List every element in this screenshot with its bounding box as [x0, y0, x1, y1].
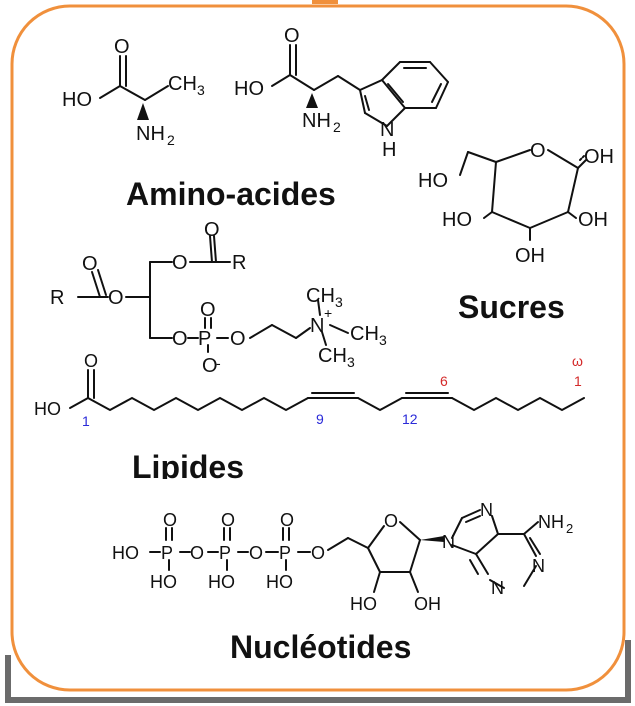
phospholipid-sub3-bottom: 3 [347, 354, 355, 370]
atp-N7: N [480, 500, 493, 520]
atp-HO-alpha-bottom: HO [266, 572, 293, 592]
atp-P-alpha: P [279, 543, 291, 563]
glucose-HO-C4: HO [442, 209, 472, 231]
fatty-acid-index-9: 9 [316, 411, 324, 427]
atp-ribose-O: O [384, 511, 398, 531]
alanine-CH: CH [168, 73, 197, 95]
phospholipid-R-right: R [232, 252, 246, 274]
atp-N1: N [532, 556, 545, 576]
phospholipid-N: N [310, 315, 324, 337]
phospholipid-O-double: O [200, 299, 216, 321]
atp-NH-amine: NH [538, 512, 564, 532]
atp-N3: N [491, 578, 504, 598]
alanine-structure [99, 55, 169, 120]
label-amino-acides: Amino-acides [126, 176, 336, 212]
tryptophan-sub2: 2 [333, 119, 341, 135]
alanine-O: O [114, 36, 130, 58]
phospholipid-structure [77, 235, 349, 353]
phospholipid-minus-sign: - [216, 355, 221, 371]
tryptophan-H: H [382, 139, 396, 161]
top-orange-mark [312, 0, 338, 4]
glucose-HO-C6: HO [418, 170, 448, 192]
phospholipid-R-left: R [50, 287, 64, 309]
lipides-label-cut [120, 479, 300, 491]
shadow-border [5, 640, 631, 703]
fatty-acid-omega-6: 6 [440, 373, 448, 389]
fatty-acid-HO: HO [34, 399, 61, 419]
atp-HO-beta-bottom: HO [208, 572, 235, 592]
atp-O-beta-top: O [221, 510, 235, 530]
tryptophan-N: N [380, 119, 394, 141]
tryptophan-HO: HO [234, 78, 264, 100]
alanine-NH: NH [136, 123, 165, 145]
tryptophan-O: O [284, 25, 300, 47]
atp-N9: N [442, 532, 455, 552]
atp-HO-2prime: HO [350, 594, 377, 614]
fatty-acid-omega-1: 1 [574, 373, 582, 389]
alanine-HO: HO [62, 89, 92, 111]
fatty-acid-structure [69, 369, 585, 412]
glucose-structure [459, 149, 587, 241]
glucose-OH-C3: OH [515, 245, 545, 267]
phospholipid-CH3-right: CH [350, 323, 379, 345]
atp-structure [149, 509, 541, 593]
phospholipid-O-glyceryl: O [172, 328, 188, 350]
atp-O-alpha-top: O [280, 510, 294, 530]
phospholipid-O-minus: O [202, 355, 218, 377]
phospholipid-CH3-bottom: CH [318, 345, 347, 367]
fatty-acid-omega-symbol: ω [572, 353, 583, 369]
label-nucleotides: Nucléotides [230, 629, 411, 665]
fatty-acid-index-12: 12 [402, 411, 418, 427]
atp-OH-3prime: OH [414, 594, 441, 614]
fatty-acid-O: O [84, 351, 98, 371]
alanine-sub2: 2 [167, 132, 175, 148]
atp-P-gamma: P [161, 543, 173, 563]
phospholipid-O-ester-top: O [172, 252, 188, 274]
phospholipid-O-ester-left: O [108, 287, 124, 309]
glucose-OH-C2: OH [578, 209, 608, 231]
tryptophan-structure [271, 44, 449, 127]
glucose-OH-anomeric: OH [584, 146, 614, 168]
phospholipid-O-carbonyl-left: O [82, 253, 98, 275]
fatty-acid-index-1: 1 [82, 413, 90, 429]
phospholipid-P: P [198, 328, 211, 350]
atp-O-gamma-top: O [163, 510, 177, 530]
atp-O-5prime: O [311, 543, 325, 563]
phospholipid-CH3-top: CH [306, 285, 335, 307]
atp-HO-gamma-bottom: HO [150, 572, 177, 592]
phospholipid-plus-sign: + [324, 305, 332, 321]
phospholipid-sub3-right: 3 [379, 332, 387, 348]
alanine-sub3: 3 [197, 82, 205, 98]
phospholipid-sub3-top: 3 [335, 294, 343, 310]
tryptophan-NH: NH [302, 110, 331, 132]
label-sucres: Sucres [458, 289, 565, 325]
phospholipid-O-carbonyl-top: O [204, 219, 220, 241]
atp-O-bridge-1: O [190, 543, 204, 563]
atp-P-beta: P [219, 543, 231, 563]
glucose-ring-O: O [530, 140, 546, 162]
atp-amine-sub2: 2 [566, 521, 573, 536]
atp-HO-1: HO [112, 543, 139, 563]
atp-O-bridge-2: O [249, 543, 263, 563]
phospholipid-O-bridge: O [230, 328, 246, 350]
